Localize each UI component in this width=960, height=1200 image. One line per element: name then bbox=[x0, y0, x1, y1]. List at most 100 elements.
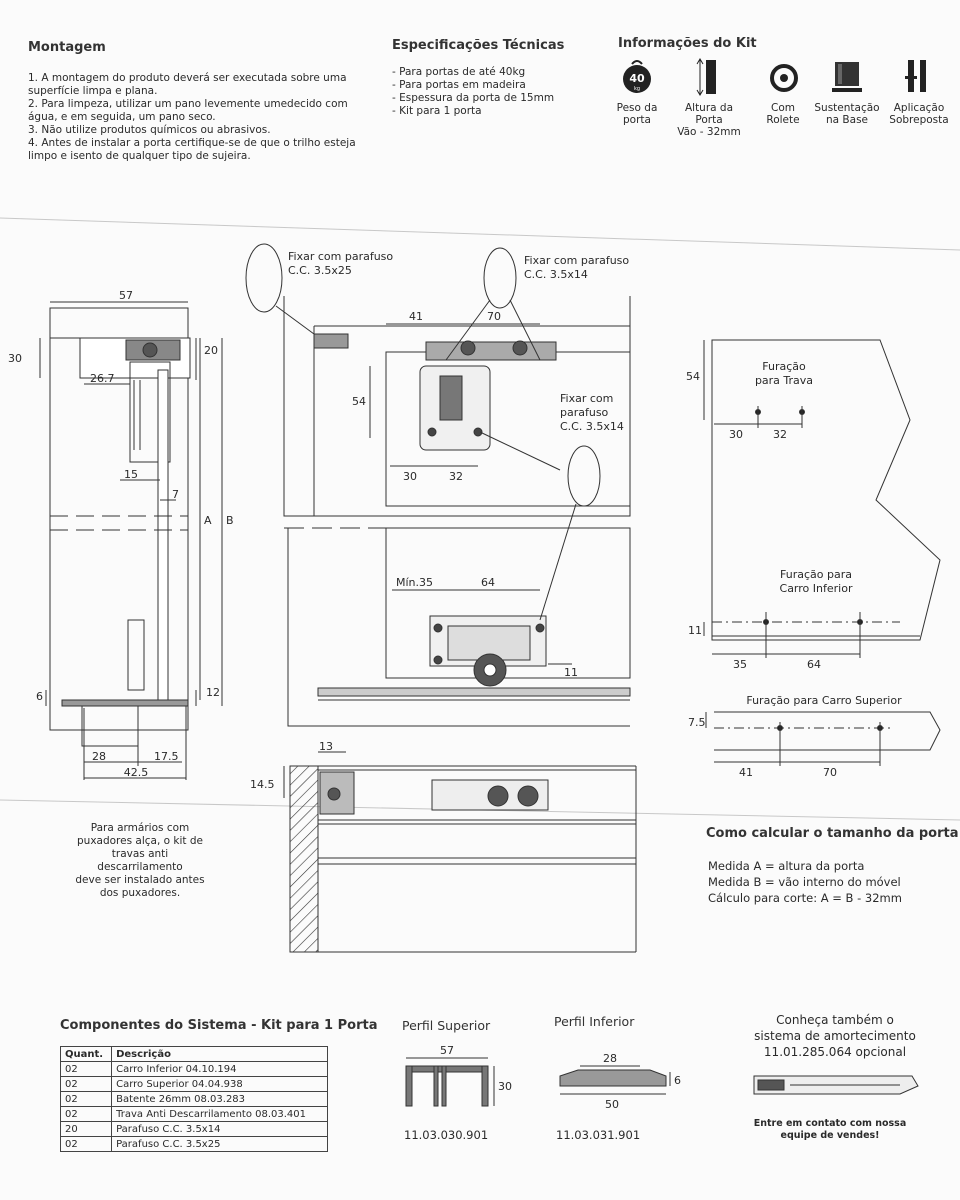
dim-54: 54 bbox=[352, 395, 366, 408]
dim-26-7: 26.7 bbox=[90, 372, 115, 385]
perfil-inferior-code: 11.03.031.901 bbox=[556, 1128, 641, 1142]
dim-12: 12 bbox=[206, 686, 220, 699]
dim-min35: Mín.35 bbox=[396, 576, 433, 589]
weight-badge: 40 bbox=[629, 72, 645, 85]
screw1-line: C.C. 3.5x25 bbox=[288, 264, 352, 277]
perfil-inferior-title: Perfil Inferior bbox=[554, 1014, 635, 1029]
table-cell: 02 bbox=[59, 1136, 113, 1152]
perfil-sup-width: 57 bbox=[440, 1044, 454, 1057]
kit-label-line: porta bbox=[623, 114, 651, 126]
table-cell: 02 bbox=[59, 1091, 113, 1107]
kit-label-line: Rolete bbox=[766, 114, 800, 126]
calc-lines: Medida A = altura da porta Medida B = vã… bbox=[708, 858, 902, 906]
perfil-inf-height: 6 bbox=[674, 1074, 681, 1087]
note-line: dos puxadores. bbox=[99, 887, 181, 899]
montagem-line: 1. A montagem do produto deverá ser exec… bbox=[28, 72, 347, 84]
drilling-labels: Furação para Trava Furação para Carro In… bbox=[746, 360, 902, 707]
trava-label: Furação bbox=[762, 360, 806, 373]
spec-item: Kit para 1 porta bbox=[392, 105, 554, 118]
table-cell: 02 bbox=[59, 1106, 113, 1122]
table-cell: Parafuso C.C. 3.5x14 bbox=[111, 1121, 328, 1137]
dim-6: 6 bbox=[36, 690, 43, 703]
dim-42-5: 42.5 bbox=[124, 766, 149, 779]
montagem-title: Montagem bbox=[28, 40, 106, 55]
roller-icon bbox=[770, 64, 798, 92]
dim-70-sup: 70 bbox=[823, 766, 837, 779]
perfil-superior-code: 11.03.030.901 bbox=[404, 1128, 489, 1142]
dim-7: 7 bbox=[172, 488, 179, 501]
table-cell: 02 bbox=[59, 1061, 113, 1077]
dim-30-trava: 30 bbox=[729, 428, 743, 441]
damper-title-line: sistema de amortecimento bbox=[754, 1029, 916, 1043]
spec-item: Para portas em madeira bbox=[392, 79, 554, 92]
dim-32-front: 32 bbox=[449, 470, 463, 483]
screw3-line: parafuso bbox=[560, 406, 609, 419]
montagem-line: 3. Não utilize produtos químicos ou abra… bbox=[28, 124, 271, 136]
note-line: travas anti descarrilamento bbox=[97, 848, 183, 873]
dim-64-inf: 64 bbox=[807, 658, 821, 671]
perfil-sup-height: 30 bbox=[498, 1080, 512, 1093]
table-cell: Parafuso C.C. 3.5x25 bbox=[111, 1136, 328, 1152]
montagem-line: 4. Antes de instalar a porta certifique-… bbox=[28, 137, 356, 149]
kit-label-line: Aplicação bbox=[893, 102, 945, 114]
weight-icon: 40 kg bbox=[622, 58, 652, 94]
table-header-row: Quant. Descrição bbox=[59, 1046, 328, 1062]
kit-label-line: Sobreposta bbox=[889, 114, 949, 126]
damper-contact-line: equipe de vendes! bbox=[780, 1130, 880, 1141]
dim-7-5-sup: 7.5 bbox=[688, 716, 706, 729]
dim-64: 64 bbox=[481, 576, 495, 589]
perfil-inf-top: 28 bbox=[603, 1052, 617, 1065]
dim-20: 20 bbox=[204, 344, 218, 357]
weight-unit: kg bbox=[634, 86, 640, 92]
damper-drawing bbox=[753, 1075, 919, 1095]
dim-30: 30 bbox=[8, 352, 22, 365]
dim-35-inf: 35 bbox=[733, 658, 747, 671]
perfil-inf-width: 50 bbox=[605, 1098, 619, 1111]
dim-54-trava: 54 bbox=[686, 370, 700, 383]
dim-41: 41 bbox=[409, 310, 423, 323]
montagem-line: 2. Para limpeza, utilizar um pano leveme… bbox=[28, 98, 348, 110]
table-cell: Trava Anti Descarrilamento 08.03.401 bbox=[111, 1106, 328, 1122]
screw3-line: C.C. 3.5x14 bbox=[560, 420, 624, 433]
calc-title: Como calcular o tamanho da porta bbox=[706, 826, 959, 841]
dim-57: 57 bbox=[119, 289, 133, 302]
kit-label-line: Com bbox=[771, 102, 795, 114]
montagem-line: água, e em seguida, um pano seco. bbox=[28, 111, 216, 123]
spec-item: Para portas de até 40kg bbox=[392, 66, 554, 79]
note-line: Para armários com bbox=[90, 822, 190, 834]
table-cell: Carro Inferior 04.10.194 bbox=[111, 1061, 328, 1077]
specs-title: Especificações Técnicas bbox=[392, 38, 565, 53]
table-cell: 20 bbox=[59, 1121, 113, 1137]
dim-41-sup: 41 bbox=[739, 766, 753, 779]
kit-label-line: na Base bbox=[826, 114, 868, 126]
perfil-superior-drawing bbox=[405, 1057, 495, 1107]
dim-30-front: 30 bbox=[403, 470, 417, 483]
height-icon bbox=[696, 58, 720, 96]
table-header: Quant. bbox=[59, 1046, 113, 1062]
calc-line: Cálculo para corte: A = B - 32mm bbox=[708, 891, 902, 905]
damper-contact-line: Entre em contato com nossa bbox=[753, 1118, 907, 1129]
profile-dims: 57 30 28 6 50 bbox=[440, 1044, 681, 1111]
plan-section-view bbox=[283, 751, 637, 953]
dim-13: 13 bbox=[319, 740, 333, 753]
kit-label-line: Peso da bbox=[616, 102, 658, 114]
note-line: puxadores alça, o kit de bbox=[77, 835, 203, 847]
dim-b: B bbox=[226, 514, 234, 527]
side-view-note: Para armários com puxadores alça, o kit … bbox=[70, 822, 210, 900]
screw2-line: C.C. 3.5x14 bbox=[524, 268, 588, 281]
perfil-inferior-drawing bbox=[559, 1065, 671, 1095]
dim-17-5: 17.5 bbox=[154, 750, 179, 763]
dimension-labels: 57 30 20 26.7 15 7 A B 6 12 28 17.5 42.5… bbox=[8, 289, 837, 791]
table-cell: 02 bbox=[59, 1076, 113, 1092]
dim-11-inf: 11 bbox=[688, 624, 702, 637]
